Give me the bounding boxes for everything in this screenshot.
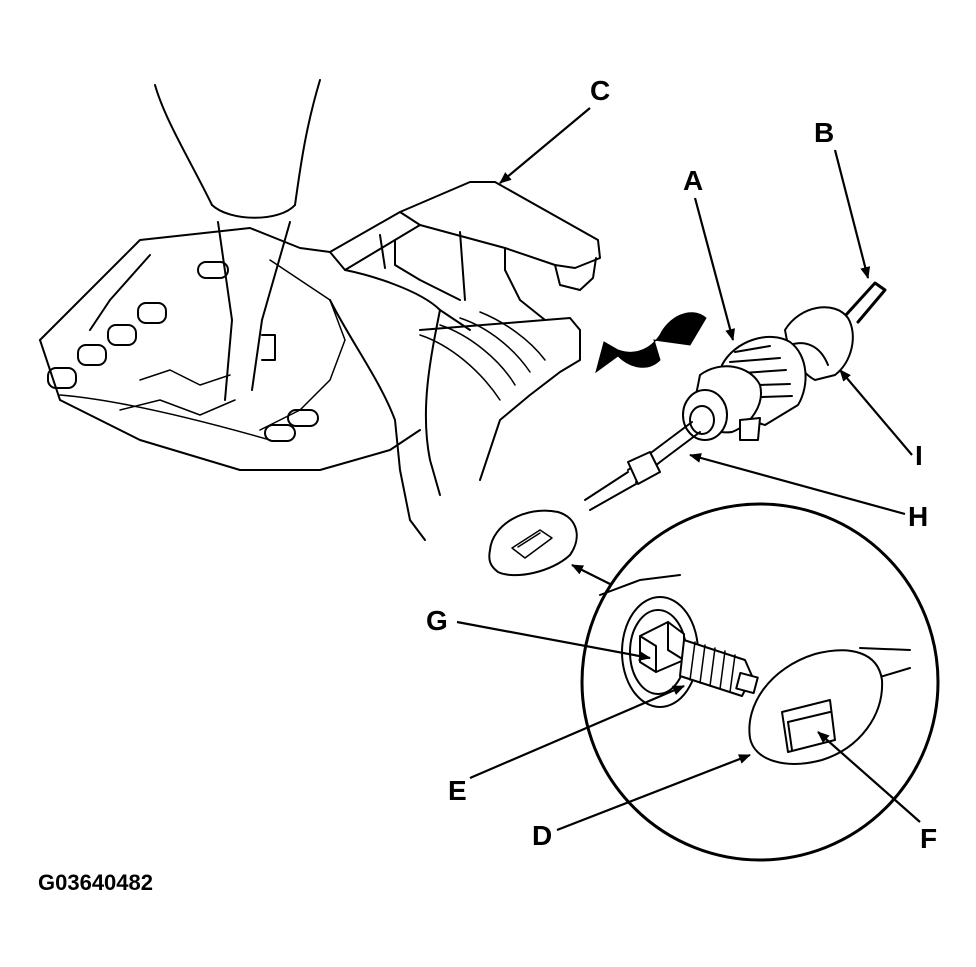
callout-h: H	[908, 501, 928, 532]
bracket-c	[329, 181, 601, 541]
shift-cable	[488, 281, 887, 577]
curved-arrow-icon	[595, 312, 707, 374]
callout-g: G	[426, 605, 448, 636]
callout-labels: C B A I H G E D F	[426, 75, 937, 854]
callout-i: I	[915, 440, 923, 471]
callout-a: A	[683, 165, 703, 196]
callout-d: D	[532, 820, 552, 851]
callout-e: E	[448, 775, 467, 806]
callout-c: C	[590, 75, 610, 106]
callout-f: F	[920, 823, 937, 854]
indicator-slots	[47, 261, 319, 442]
screwdriver-tool	[154, 79, 321, 401]
detail-circle	[571, 502, 940, 862]
leader-lines	[456, 107, 921, 832]
figure-id-code: G03640482	[38, 870, 153, 895]
callout-b: B	[814, 117, 834, 148]
shift-console-base	[39, 227, 421, 471]
